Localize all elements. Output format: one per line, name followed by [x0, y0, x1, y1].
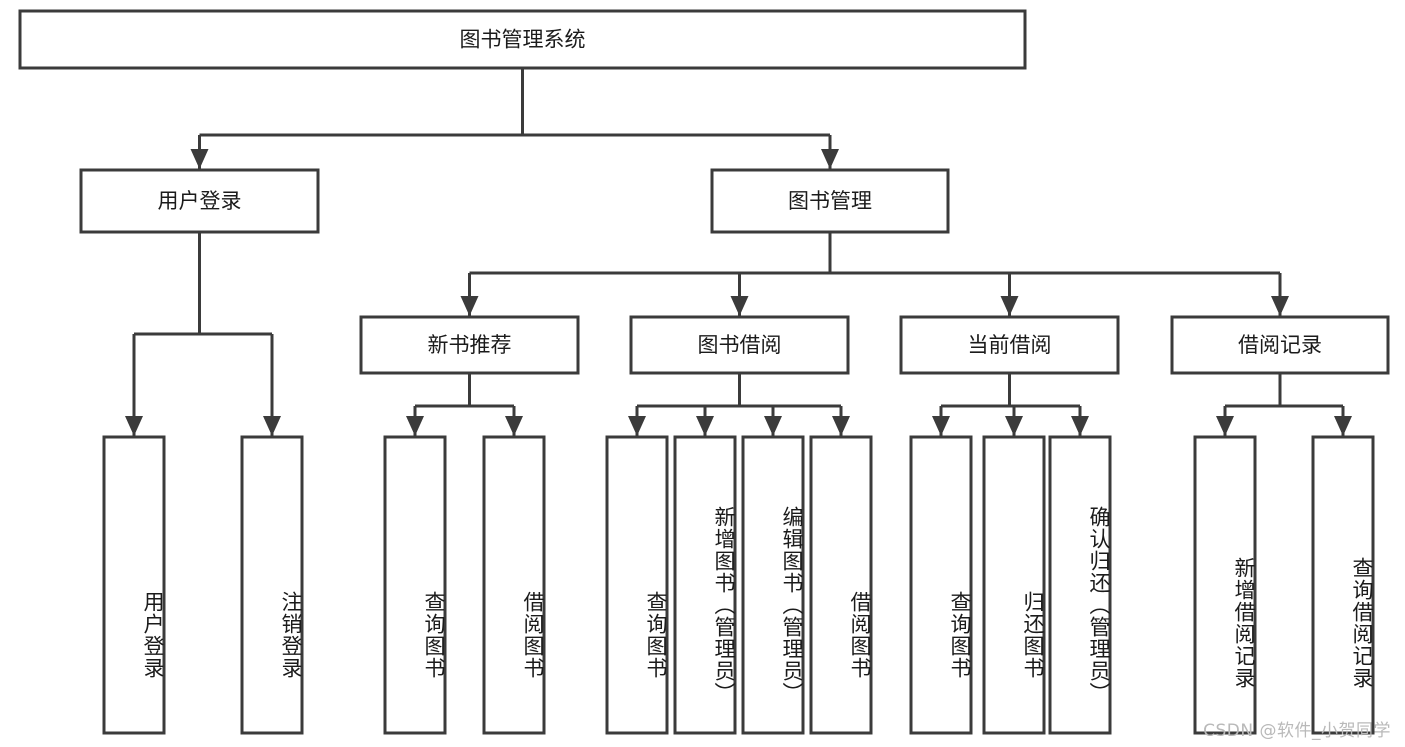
node-leaf-user-login[interactable]	[102, 435, 166, 735]
node-box	[809, 435, 873, 735]
node-user-login[interactable]: 用户登录	[79, 168, 320, 234]
connector-layer	[125, 68, 1352, 436]
node-label: 新书推荐	[428, 333, 512, 357]
node-box	[1311, 435, 1375, 735]
node-leaf-add-book[interactable]	[673, 435, 737, 735]
node-label: 借阅记录	[1238, 333, 1322, 357]
node-leaf-query-record[interactable]	[1311, 435, 1375, 735]
node-borrow-record[interactable]: 借阅记录	[1170, 315, 1390, 375]
node-label: 图书管理系统	[460, 28, 586, 52]
node-leaf-borrow-book-2[interactable]	[809, 435, 873, 735]
node-root[interactable]: 图书管理系统	[18, 9, 1027, 70]
arrow-head-icon	[1334, 416, 1352, 436]
arrow-head-icon	[1071, 416, 1089, 436]
arrow-head-icon	[505, 416, 523, 436]
arrow-head-icon	[263, 416, 281, 436]
node-box	[982, 435, 1046, 735]
node-leaf-add-record[interactable]	[1193, 435, 1257, 735]
node-label: 用户登录	[158, 189, 242, 213]
node-box	[710, 168, 950, 234]
arrow-head-icon	[406, 416, 424, 436]
node-leaf-borrow-book-1[interactable]	[482, 435, 546, 735]
node-box	[482, 435, 546, 735]
node-leaf-confirm-return[interactable]	[1048, 435, 1112, 735]
node-box	[1170, 315, 1390, 375]
arrow-head-icon	[696, 416, 714, 436]
node-label: 图书借阅	[698, 333, 782, 357]
node-box	[1193, 435, 1257, 735]
node-leaf-user-logout[interactable]	[240, 435, 304, 735]
node-box	[1048, 435, 1112, 735]
node-box	[673, 435, 737, 735]
arrow-head-icon	[730, 296, 749, 316]
node-box	[899, 315, 1120, 375]
node-box	[605, 435, 669, 735]
arrow-head-icon	[1271, 296, 1289, 316]
node-box	[741, 435, 805, 735]
node-leaf-query-book-2[interactable]	[605, 435, 669, 735]
node-box	[79, 168, 320, 234]
node-box	[909, 435, 973, 735]
arrow-head-icon	[628, 416, 646, 436]
node-book-borrow[interactable]: 图书借阅	[629, 315, 850, 375]
arrow-head-icon	[190, 149, 209, 169]
node-box	[359, 315, 580, 375]
node-box	[18, 9, 1027, 70]
arrow-head-icon	[832, 416, 850, 436]
node-leaf-query-book-1[interactable]	[383, 435, 447, 735]
arrow-head-icon	[821, 149, 839, 169]
node-box	[102, 435, 166, 735]
node-label: 当前借阅	[968, 333, 1052, 357]
node-label: 图书管理	[788, 189, 872, 213]
watermark: CSDN @软件_小贺同学	[1203, 721, 1391, 741]
arrow-head-icon	[125, 416, 143, 436]
arrow-head-icon	[932, 416, 950, 436]
node-box	[383, 435, 447, 735]
arrow-head-icon	[460, 296, 479, 316]
node-leaf-edit-book[interactable]	[741, 435, 805, 735]
node-box	[629, 315, 850, 375]
node-new-book-rec[interactable]: 新书推荐	[359, 315, 580, 375]
arrow-head-icon	[1000, 296, 1019, 316]
node-leaf-return-book[interactable]	[982, 435, 1046, 735]
arrow-head-icon	[764, 416, 782, 436]
node-box	[240, 435, 304, 735]
arrow-head-icon	[1005, 416, 1023, 436]
node-current-borrow[interactable]: 当前借阅	[899, 315, 1120, 375]
node-leaf-query-book-3[interactable]	[909, 435, 973, 735]
node-book-manage[interactable]: 图书管理	[710, 168, 950, 234]
arrow-head-icon	[1216, 416, 1234, 436]
